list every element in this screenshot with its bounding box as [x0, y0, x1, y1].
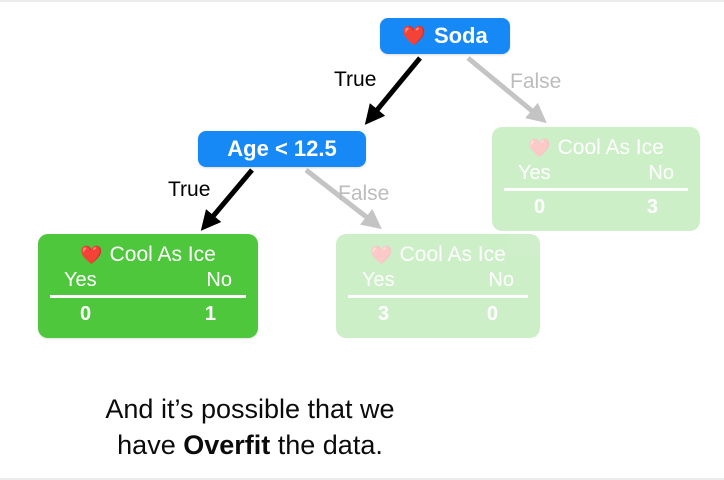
- branch-root-false-arrow: [466, 56, 547, 124]
- leaf-val-yes: 0: [80, 303, 92, 325]
- leaf-values: 3 0: [336, 298, 540, 326]
- caption-line-2: have Overfit the data.: [38, 428, 462, 464]
- branch-label-root-true: True: [334, 68, 377, 91]
- leaf-title-label: Cool As Ice: [399, 243, 506, 266]
- leaf-col-no: No: [648, 162, 674, 184]
- heart-icon: ❤️: [402, 25, 426, 47]
- leaf-divider: [504, 188, 688, 191]
- branch-age-false-arrow: [304, 168, 382, 230]
- leaf-val-no: 1: [204, 303, 216, 325]
- leaf-column-headers: Yes No: [336, 267, 540, 295]
- leaf-val-yes: 0: [534, 196, 546, 218]
- leaf-title: ❤️ Cool As Ice: [38, 243, 258, 267]
- leaf-divider: [348, 295, 528, 298]
- leaf-divider: [50, 295, 246, 298]
- heart-icon: ❤️: [370, 245, 393, 265]
- leaf-title: ❤️ Cool As Ice: [336, 243, 540, 267]
- caption-text: And it’s possible that we have Overfit t…: [38, 392, 462, 463]
- leaf-col-yes: Yes: [518, 162, 551, 184]
- leaf-values: 0 3: [492, 191, 700, 219]
- leaf-node-left: ❤️ Cool As Ice Yes No 0 1: [38, 234, 258, 338]
- branch-label-age-true: True: [168, 178, 211, 201]
- leaf-col-yes: Yes: [64, 269, 97, 291]
- node-age: Age < 12.5: [198, 131, 366, 167]
- caption-line-1: And it’s possible that we: [105, 394, 395, 424]
- leaf-title: ❤️ Cool As Ice: [492, 136, 700, 160]
- leaf-col-yes: Yes: [362, 269, 395, 291]
- leaf-title-label: Cool As Ice: [557, 136, 664, 159]
- leaf-node-middle-faded: ❤️ Cool As Ice Yes No 3 0: [336, 234, 540, 338]
- heart-icon: ❤️: [528, 138, 551, 158]
- node-soda-label: Soda: [433, 23, 488, 48]
- node-soda: ❤️ Soda: [380, 18, 510, 54]
- caption-overfit-bold: Overfit: [183, 429, 271, 460]
- node-age-label: Age < 12.5: [227, 136, 337, 161]
- caption-line2-pre: have: [117, 429, 184, 460]
- leaf-column-headers: Yes No: [38, 267, 258, 295]
- leaf-values: 0 1: [38, 298, 258, 326]
- branch-age-true-arrow: [200, 168, 254, 231]
- frame-border-top: [0, 0, 724, 2]
- caption-line2-post: the data.: [270, 429, 383, 460]
- leaf-val-no: 0: [486, 303, 498, 325]
- frame-border-bottom: [0, 478, 724, 480]
- branch-label-root-false: False: [510, 70, 562, 93]
- leaf-val-no: 3: [646, 196, 658, 218]
- branch-label-age-false: False: [338, 182, 390, 205]
- leaf-node-right-faded: ❤️ Cool As Ice Yes No 0 3: [492, 127, 700, 231]
- leaf-column-headers: Yes No: [492, 160, 700, 188]
- heart-icon: ❤️: [80, 245, 103, 265]
- branch-root-true-arrow: [364, 56, 422, 125]
- leaf-col-no: No: [488, 269, 514, 291]
- leaf-col-no: No: [206, 269, 232, 291]
- leaf-val-yes: 3: [378, 303, 390, 325]
- leaf-title-label: Cool As Ice: [109, 243, 216, 266]
